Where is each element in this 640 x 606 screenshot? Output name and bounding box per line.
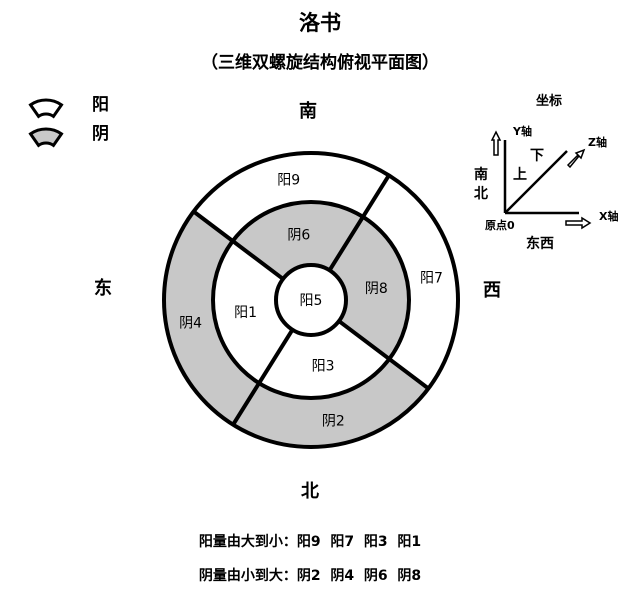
outer_ring-label-left: 阴4 <box>179 315 202 331</box>
direction-west: 西 <box>483 280 501 301</box>
luoshu-rings: 阳9 阳7 阴2 阴4 阴6 阴8 阳3 阳1 阳5 <box>162 151 460 449</box>
divider-line <box>192 209 285 281</box>
outer_ring-label-top: 阳9 <box>277 173 300 189</box>
up-label: 上 <box>513 167 527 183</box>
arrow-right-icon <box>565 216 592 230</box>
outer-circle-outline <box>162 151 460 449</box>
center-label: 阳5 <box>300 293 323 309</box>
inner-circle-outline <box>274 263 348 337</box>
middle_ring-label-bottom: 阳3 <box>312 358 335 374</box>
outer_ring-sector-left <box>164 211 260 425</box>
legend-labels: 阳 阴 <box>92 95 109 144</box>
subtitle: （三维双螺旋结构俯视平面图） <box>201 52 439 73</box>
outer_ring-label-right: 阳7 <box>420 271 443 287</box>
middle_ring-label-right: 阴8 <box>365 281 388 297</box>
footer-yin-line: 阴量由小到大：阴2 阴4 阴6 阴8 <box>199 567 421 584</box>
legend-yang-label: 阳 <box>92 95 109 115</box>
direction-south: 南 <box>299 100 317 122</box>
axes-title: 坐标 <box>536 93 562 109</box>
divider-line <box>337 319 430 391</box>
outer_ring-sector-bottom <box>233 358 429 447</box>
outer_ring-label-bottom: 阴2 <box>322 413 345 429</box>
middle_ring-sector-bottom <box>259 321 390 398</box>
outer_ring-sector-top <box>193 153 389 242</box>
title: 洛书 <box>299 11 341 35</box>
middle_ring-sector-right <box>329 216 409 359</box>
axis-east-west-label: 东西 <box>526 235 554 252</box>
middle_ring-label-left: 阳1 <box>234 305 257 321</box>
axis-north-label: 北 <box>474 186 488 202</box>
axis-south-label: 南 <box>474 166 488 183</box>
origin-label: 原点0 <box>485 218 515 232</box>
arrow-up-icon <box>490 130 502 156</box>
down-label: 下 <box>530 148 544 164</box>
middle-circle-outline <box>211 200 411 400</box>
x-axis-label: X轴 <box>599 209 618 223</box>
center-circle <box>276 265 346 335</box>
outer_ring-sector-right <box>362 175 458 389</box>
direction-north: 北 <box>301 481 319 502</box>
legend-yin-swatch <box>28 127 64 148</box>
legend-yang-swatch <box>28 98 64 119</box>
legend-yin-label: 阴 <box>92 124 109 144</box>
legend-swatches <box>28 98 64 148</box>
middle_ring-sector-left <box>212 241 293 384</box>
divider-line <box>231 328 295 426</box>
z-axis-label: Z轴 <box>588 135 607 149</box>
middle_ring-sector-top <box>232 201 363 279</box>
z-axis-line <box>504 150 568 214</box>
middle_ring-label-top: 阴6 <box>287 228 310 244</box>
arrow-diagonal-icon <box>566 148 586 169</box>
direction-east: 东 <box>94 277 112 299</box>
coordinate-system: 坐标 Y轴 Z轴 X轴 原点0 下 上 南 北 东西 <box>474 93 618 252</box>
footer-yang-line: 阳量由大到小：阳9 阳7 阳3 阳1 <box>199 533 421 550</box>
y-axis-label: Y轴 <box>512 124 532 138</box>
divider-line <box>327 174 391 272</box>
